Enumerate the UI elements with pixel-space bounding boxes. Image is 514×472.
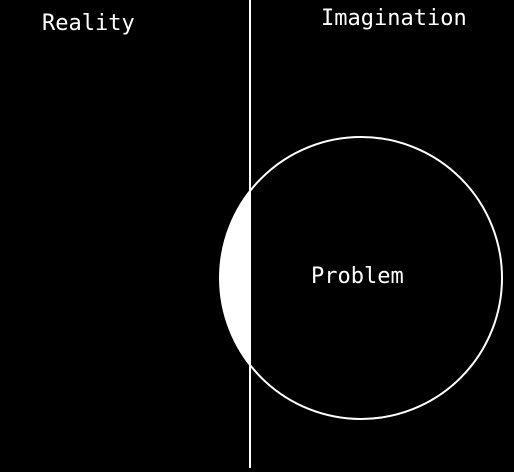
problem-label: Problem: [311, 264, 404, 289]
problem-circle: [219, 136, 503, 420]
imagination-label: Imagination: [321, 6, 467, 31]
reality-label: Reality: [42, 11, 135, 36]
